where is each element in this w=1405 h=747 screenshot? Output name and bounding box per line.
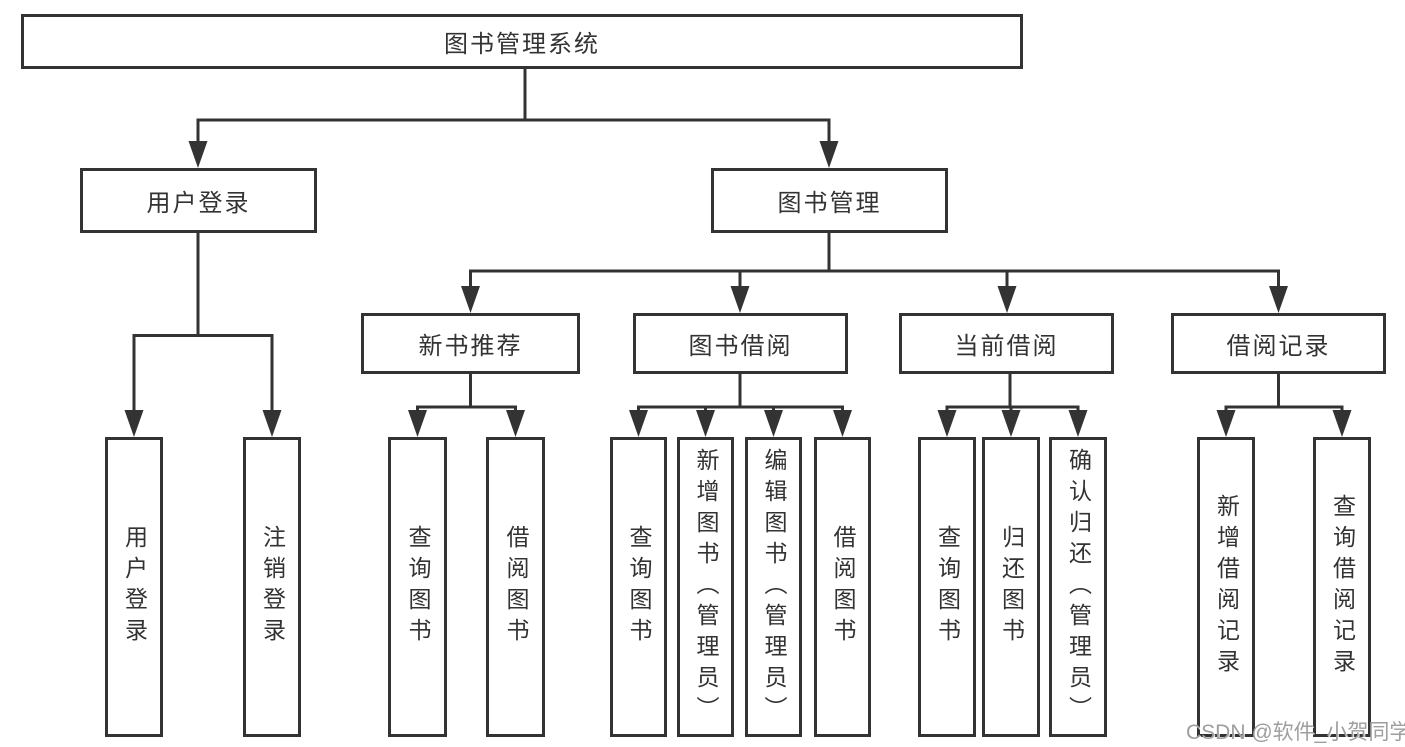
node-user-login-branch-label: 用户登录 xyxy=(146,190,251,217)
leaf-newbook-borrow-book: 借阅图书 xyxy=(486,437,545,737)
arrow-down-icon xyxy=(506,410,525,437)
leaf-current-confirm-return-admin-label: 确认归还（管理员） xyxy=(1065,447,1092,727)
leaf-newbook-borrow-book-label: 借阅图书 xyxy=(503,525,529,649)
leaf-current-query-book-label: 查询图书 xyxy=(934,525,961,649)
arrow-down-icon xyxy=(730,286,750,313)
leaf-current-return-book-label: 归还图书 xyxy=(998,525,1025,649)
leaf-user-login: 用户登录 xyxy=(105,437,163,737)
leaf-newbook-query-book-label: 查询图书 xyxy=(405,525,431,649)
connector-book-management-to-level3 xyxy=(469,233,1280,291)
node-current-borrow: 当前借阅 xyxy=(899,313,1114,374)
leaf-newbook-query-book: 查询图书 xyxy=(388,437,447,737)
connector-user-login-subtree xyxy=(132,233,274,415)
node-book-borrow-label: 图书借阅 xyxy=(688,333,793,360)
arrow-down-icon xyxy=(937,410,957,437)
leaf-logout: 注销登录 xyxy=(243,437,301,737)
arrow-down-icon xyxy=(1332,410,1352,437)
leaf-current-return-book: 归还图书 xyxy=(982,437,1040,737)
arrow-down-icon xyxy=(262,410,282,437)
arrow-down-icon xyxy=(124,410,144,437)
node-book-management-branch: 图书管理 xyxy=(711,168,948,233)
leaf-borrow-borrow-book: 借阅图书 xyxy=(814,437,871,737)
leaf-records-query-record: 查询借阅记录 xyxy=(1313,437,1371,737)
arrow-down-icon xyxy=(461,286,480,313)
arrow-down-icon xyxy=(1216,410,1236,437)
node-current-borrow-label: 当前借阅 xyxy=(954,333,1059,360)
arrow-down-icon xyxy=(997,286,1017,313)
csdn-watermark: CSDN @软件_小贺同学 xyxy=(1186,721,1405,744)
connector-book-borrow-subtree xyxy=(637,374,844,415)
node-root: 图书管理系统 xyxy=(21,14,1023,69)
connector-current-borrow-subtree xyxy=(945,374,1080,415)
leaf-borrow-add-book-admin: 新增图书（管理员） xyxy=(677,437,734,737)
arrow-down-icon xyxy=(408,410,427,437)
node-borrow-records-label: 借阅记录 xyxy=(1226,333,1331,360)
connector-new-book-subtree xyxy=(416,374,517,415)
arrow-down-icon xyxy=(833,410,852,437)
arrow-down-icon xyxy=(188,141,208,168)
leaf-records-query-record-label: 查询借阅记录 xyxy=(1329,494,1356,680)
leaf-borrow-edit-book-admin-label: 编辑图书（管理员） xyxy=(761,447,787,727)
leaf-borrow-query-book: 查询图书 xyxy=(610,437,667,737)
node-book-management-branch-label: 图书管理 xyxy=(777,190,882,217)
leaf-current-confirm-return-admin: 确认归还（管理员） xyxy=(1049,437,1107,737)
leaf-borrow-borrow-book-label: 借阅图书 xyxy=(830,525,856,649)
connector-borrow-records-subtree xyxy=(1224,374,1344,415)
arrow-down-icon xyxy=(629,410,648,437)
leaf-user-login-label: 用户登录 xyxy=(121,525,148,649)
leaf-logout-label: 注销登录 xyxy=(259,525,286,649)
arrow-down-icon xyxy=(1001,410,1021,437)
connector-root-to-level2 xyxy=(196,69,831,146)
node-book-borrow: 图书借阅 xyxy=(633,313,848,374)
leaf-current-query-book: 查询图书 xyxy=(918,437,976,737)
leaf-records-add-record: 新增借阅记录 xyxy=(1197,437,1255,737)
node-new-book-recommend: 新书推荐 xyxy=(361,313,580,374)
leaf-borrow-edit-book-admin: 编辑图书（管理员） xyxy=(745,437,802,737)
node-user-login-branch: 用户登录 xyxy=(80,168,317,233)
arrow-down-icon xyxy=(1269,286,1288,313)
arrow-down-icon xyxy=(819,141,839,168)
leaf-borrow-query-book-label: 查询图书 xyxy=(626,525,652,649)
leaf-records-add-record-label: 新增借阅记录 xyxy=(1213,494,1240,680)
node-borrow-records: 借阅记录 xyxy=(1171,313,1386,374)
node-new-book-recommend-label: 新书推荐 xyxy=(418,333,523,360)
arrow-down-icon xyxy=(1068,410,1088,437)
node-root-label: 图书管理系统 xyxy=(444,31,600,58)
leaf-borrow-add-book-admin-label: 新增图书（管理员） xyxy=(693,447,719,727)
arrow-down-icon xyxy=(696,410,715,437)
arrow-down-icon xyxy=(764,410,783,437)
